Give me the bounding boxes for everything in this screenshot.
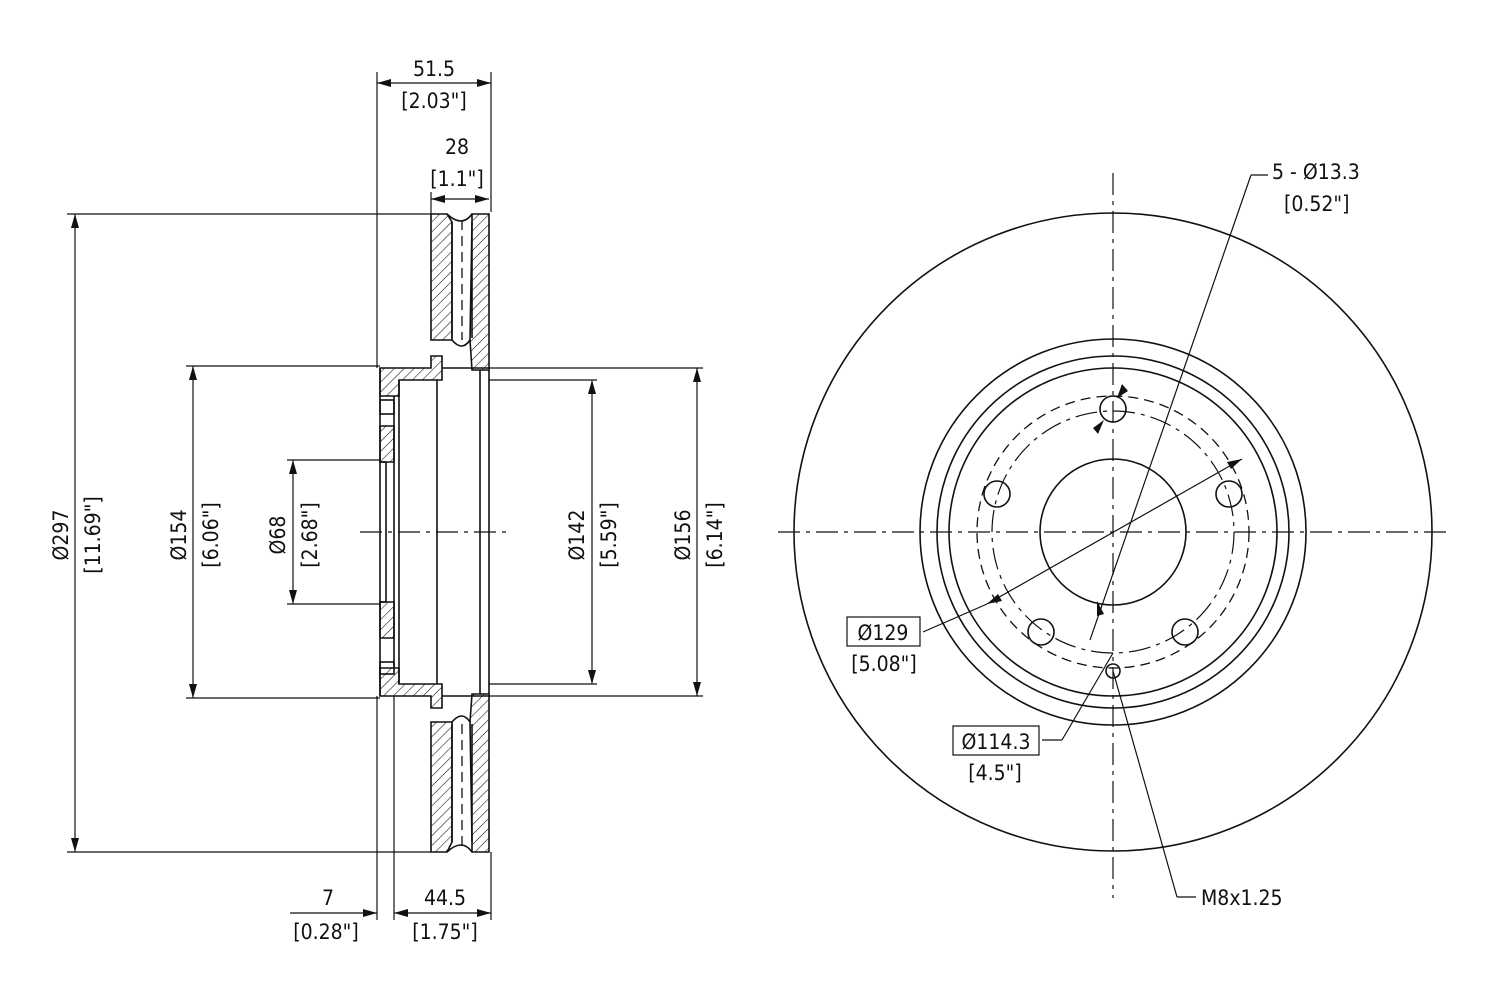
- lower-vane-notch-bottom: [446, 844, 473, 853]
- dim-arrow: [475, 195, 489, 203]
- lower-hat-flange-a: [379, 601, 395, 639]
- upper-hat-flange-a: [379, 425, 395, 463]
- dim-friction-width-mm: 28: [445, 135, 469, 159]
- upper-hat-wall: [379, 355, 443, 397]
- lug-hole-lower-left: [1027, 618, 1055, 646]
- upper-outboard-cheek: [430, 213, 453, 341]
- thread-leader: [1112, 670, 1178, 898]
- upper-vane-notch-bottom: [451, 339, 471, 347]
- dim-arrow: [189, 684, 197, 698]
- dim-friction-width-in: [1.1"]: [430, 167, 483, 191]
- dim-overall-width-mm: 51.5: [413, 57, 455, 81]
- dim-arrow: [693, 368, 701, 382]
- lug-hole-lower-right: [1171, 618, 1199, 646]
- bolt-holes-leader: [1089, 174, 1252, 641]
- dim-hat-height-mm: 44.5: [424, 886, 466, 910]
- dim-arrow: [377, 79, 391, 87]
- dim-arrow: [987, 594, 1002, 604]
- dim-arrow: [588, 380, 596, 394]
- dim-od-in: [11.69"]: [81, 496, 105, 574]
- thread-label: M8x1.25: [1201, 886, 1283, 910]
- bolt-holes-in: [0.52"]: [1284, 192, 1349, 216]
- dim-arrow: [588, 670, 596, 684]
- front-view: 5 - Ø13.3 [0.52"] Ø129 [5.08"] Ø114.3 [4…: [778, 160, 1450, 910]
- lower-inboard-cheek: [469, 693, 490, 853]
- dim-hat-dia-mm: Ø154: [167, 510, 191, 561]
- pilot-dia-leader: [922, 603, 988, 633]
- bolt-circle: [991, 410, 1235, 654]
- dim-arrow: [477, 909, 491, 917]
- dim-arrow: [71, 838, 79, 852]
- dim-arrow: [71, 214, 79, 228]
- lower-outboard-cheek: [430, 721, 453, 853]
- hat-inner-edge: [948, 367, 1278, 697]
- bolt-circle-leader: [1061, 652, 1114, 741]
- dim-inner-dia-mm: Ø142: [565, 510, 589, 561]
- upper-inboard-cheek: [469, 213, 490, 371]
- bolt-circle-box: [952, 725, 1040, 756]
- pilot-dia-in: [5.08"]: [851, 652, 916, 676]
- dim-bore-in: [2.68"]: [298, 502, 322, 567]
- friction-inner-edge: [919, 338, 1307, 726]
- dim-bore-mm: Ø68: [266, 516, 290, 555]
- dim-arrow: [289, 590, 297, 604]
- lower-vane-notch-top: [451, 715, 471, 723]
- screw-hole: [1105, 663, 1121, 679]
- dim-hat-od-mm: Ø156: [671, 510, 695, 561]
- lug-hole-right: [1215, 480, 1243, 508]
- pilot-dia-box: [846, 616, 921, 647]
- pilot-dia-mm: Ø129: [858, 621, 909, 645]
- dim-arrow: [1097, 601, 1104, 616]
- upper-vane-notch-top: [446, 213, 473, 222]
- bolt-circle-in: [4.5"]: [968, 761, 1021, 785]
- dim-inner-dia-in: [5.59"]: [597, 502, 621, 567]
- side-section-view: 51.5 [2.03"] 28 [1.1"] Ø297 [11.69"] Ø15…: [49, 57, 727, 944]
- center-bore: [1039, 458, 1187, 606]
- bolt-holes-mm: 5 - Ø13.3: [1272, 160, 1360, 184]
- dim-hat-od-in: [6.14"]: [703, 502, 727, 567]
- dim-arrow: [1093, 420, 1104, 434]
- dim-arrow: [1227, 459, 1242, 469]
- dim-od-mm: Ø297: [49, 510, 73, 561]
- dim-arrow: [289, 460, 297, 474]
- dim-overall-width-in: [2.03"]: [401, 89, 466, 113]
- dim-arrow: [477, 79, 491, 87]
- lug-hole-left: [983, 480, 1011, 508]
- dim-arrow: [189, 366, 197, 380]
- hat-outer-edge: [936, 355, 1290, 709]
- lower-screw-slot: [379, 661, 395, 675]
- dim-hat-thickness-in: [0.28"]: [293, 920, 358, 944]
- bolt-circle-mm: Ø114.3: [962, 730, 1031, 754]
- upper-screw-slot: [379, 399, 395, 415]
- lug-hole-top: [1099, 395, 1127, 423]
- dim-arrow: [431, 195, 445, 203]
- dim-arrow: [693, 682, 701, 696]
- dim-hat-dia-in: [6.06"]: [199, 502, 223, 567]
- dim-hat-height-in: [1.75"]: [412, 920, 477, 944]
- pilot-dia-line: [986, 458, 1243, 605]
- dim-arrow: [363, 909, 377, 917]
- dim-hat-thickness-mm: 7: [322, 886, 334, 910]
- rotor-outer-edge: [793, 212, 1433, 852]
- dim-arrow: [1117, 384, 1128, 398]
